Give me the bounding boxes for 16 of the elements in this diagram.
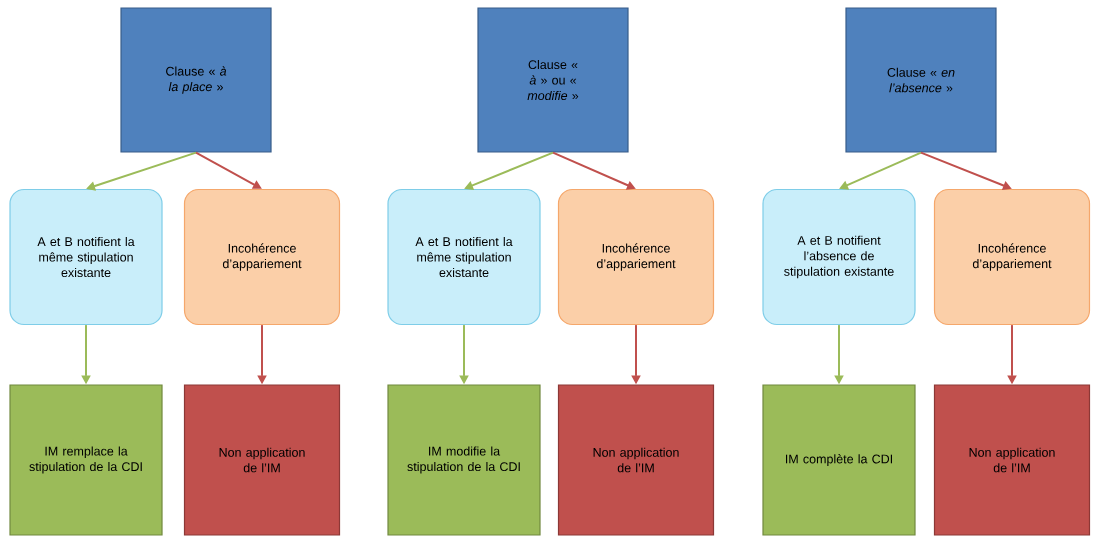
clause-box: Clause « à la place » (120, 7, 272, 153)
clause-box: Clause « en l’absence » (845, 7, 997, 153)
result-box: Non application de l’IM (183, 384, 341, 536)
result-box: IM remplace la stipulation de la CDI (9, 384, 163, 536)
result-box: Non application de l’IM (933, 384, 1091, 536)
condition-box: Incohérence d’appariement (557, 188, 715, 326)
condition-box: Incohérence d’appariement (183, 188, 341, 326)
condition-box: A et B notifient la même stipulation existante (9, 188, 163, 326)
condition-box: A et B notifient l’absence de stipulation existante (762, 188, 916, 326)
arrow (195, 151, 262, 189)
result-box: Non application de l’IM (557, 384, 715, 536)
condition-box: Incohérence d’appariement (933, 188, 1091, 326)
clause-box: Clause « à » ou « modifie » (477, 7, 629, 153)
result-box: IM complète la CDI (762, 384, 916, 536)
condition-box: A et B notifient la même stipulation existante (387, 188, 541, 326)
result-box: IM modifie la stipulation de la CDI (387, 384, 541, 536)
